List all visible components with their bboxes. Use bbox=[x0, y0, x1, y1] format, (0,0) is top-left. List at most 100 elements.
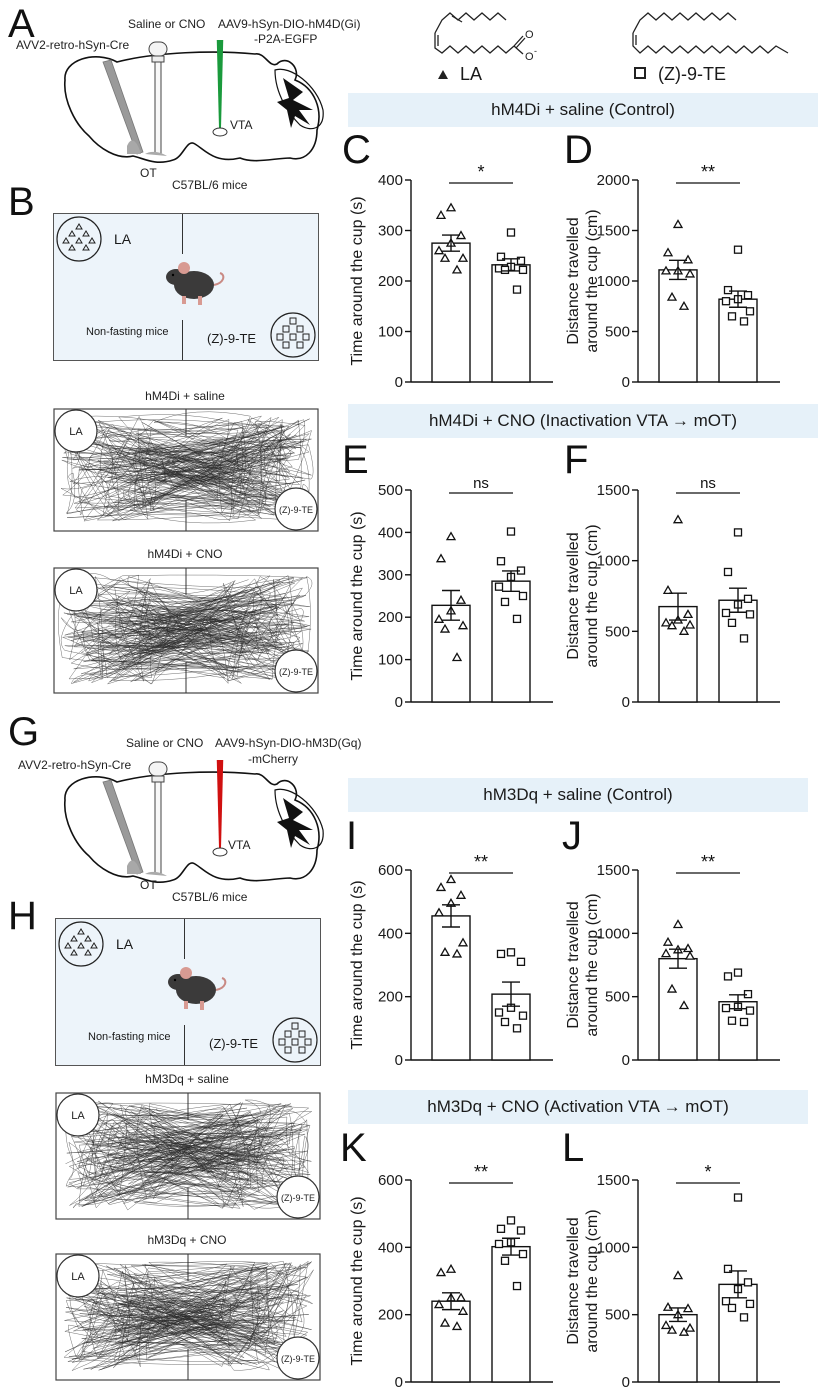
data-point-triangle bbox=[457, 252, 469, 262]
data-point-triangle bbox=[451, 264, 463, 274]
movement-path bbox=[63, 1260, 314, 1371]
data-point-square bbox=[494, 1239, 504, 1249]
significance-label: ** bbox=[474, 1162, 488, 1182]
data-point-triangle bbox=[445, 531, 457, 541]
panel-letter-i: I bbox=[346, 814, 358, 858]
bar-la bbox=[431, 242, 471, 383]
te-cup-circle bbox=[274, 649, 318, 693]
brain-diagram-g bbox=[64, 760, 324, 883]
ot-label: OT bbox=[140, 166, 157, 180]
injection-site bbox=[127, 860, 141, 874]
data-point-triangle bbox=[672, 514, 684, 524]
movement-track-b1: LA (Z)-9-TE bbox=[53, 408, 319, 532]
panel-letter-e: E bbox=[342, 438, 369, 482]
panel-letter-b: B bbox=[8, 180, 35, 224]
track-la-label: LA bbox=[71, 1110, 85, 1122]
data-point-square bbox=[745, 1299, 755, 1309]
data-point-triangle bbox=[660, 617, 672, 627]
track-title-h2: hM3Dq + CNO bbox=[147, 1233, 227, 1247]
data-point-triangle bbox=[433, 907, 445, 917]
panel-letter-j: J bbox=[562, 814, 582, 858]
y-tick-label: 200 bbox=[378, 609, 403, 626]
y-tick-label: 200 bbox=[378, 1307, 403, 1324]
y-tick-label: 500 bbox=[605, 324, 630, 341]
track-la-label: LA bbox=[69, 426, 83, 438]
movement-path bbox=[58, 573, 313, 685]
track-te-label: (Z)-9-TE bbox=[279, 505, 313, 515]
data-point-square bbox=[723, 285, 733, 295]
y-tick-label: 1000 bbox=[597, 553, 630, 570]
movement-track-b2: LA(Z)-9-TE bbox=[53, 567, 319, 694]
y-axis-label: around the cup (cm) bbox=[584, 893, 601, 1036]
legend-la: LA bbox=[438, 64, 482, 85]
ot-label-g: OT bbox=[140, 878, 157, 892]
y-axis-label: around the cup (cm) bbox=[584, 209, 601, 352]
virus-needle bbox=[216, 760, 224, 848]
vta-label: VTA bbox=[230, 118, 253, 132]
data-point-triangle bbox=[439, 947, 451, 956]
banner-hm4di-cno: hM4Di + CNO (Inactivation VTA → mOT) bbox=[348, 404, 818, 438]
banner-hm3dq-cno: hM3Dq + CNO (Activation VTA → mOT) bbox=[348, 1090, 808, 1124]
y-tick-label: 600 bbox=[378, 1172, 403, 1189]
te-molecule-structure bbox=[632, 12, 789, 54]
y-tick-label: 300 bbox=[378, 223, 403, 240]
ot-region bbox=[145, 871, 167, 876]
bar-la bbox=[658, 269, 698, 383]
y-tick-label: 400 bbox=[378, 524, 403, 541]
y-axis-label: Time around the cup (s) bbox=[349, 880, 366, 1049]
mouse-icon bbox=[166, 262, 225, 305]
track-te-label: (Z)-9-TE bbox=[281, 1193, 315, 1203]
track-la-label: LA bbox=[69, 585, 83, 597]
virus-label-g-line2: -mCherry bbox=[248, 752, 298, 766]
strain-label-g: C57BL/6 mice bbox=[172, 890, 248, 904]
y-axis-label: Distance travelled bbox=[565, 901, 582, 1028]
virus-needle bbox=[216, 40, 224, 128]
data-point-square bbox=[496, 949, 506, 959]
cannula-shaft bbox=[154, 61, 162, 155]
data-point-square bbox=[506, 228, 516, 237]
retro-pipette bbox=[102, 59, 144, 155]
data-point-square bbox=[518, 1011, 528, 1020]
brain-outline bbox=[64, 771, 320, 883]
data-point-triangle bbox=[439, 623, 451, 633]
arena-te-label: (Z)-9-TE bbox=[207, 331, 257, 346]
data-point-triangle bbox=[672, 1270, 684, 1280]
data-point-triangle bbox=[457, 1305, 469, 1315]
data-point-triangle bbox=[682, 254, 694, 264]
data-point-square bbox=[743, 290, 753, 300]
y-tick-label: 1000 bbox=[597, 925, 630, 942]
svg-text:O: O bbox=[525, 51, 534, 63]
banner-hm4di-saline: hM4Di + saline (Control) bbox=[348, 93, 818, 127]
data-point-triangle bbox=[457, 937, 469, 947]
data-point-square bbox=[727, 1016, 737, 1025]
data-point-square bbox=[494, 582, 504, 591]
arena-subject-label: Non-fasting mice bbox=[86, 326, 169, 338]
data-point-square bbox=[516, 256, 526, 265]
brain-diagram-a bbox=[64, 40, 324, 163]
la-cup-icon bbox=[56, 216, 102, 262]
data-point-triangle bbox=[684, 950, 696, 960]
data-point-square bbox=[723, 1264, 733, 1274]
y-tick-label: 0 bbox=[622, 1052, 630, 1068]
significance-label: * bbox=[704, 1162, 711, 1182]
track-te-label: (Z)-9-TE bbox=[281, 1354, 315, 1364]
data-point-square bbox=[506, 527, 516, 536]
virus-label-line2: -P2A-EGFP bbox=[254, 32, 318, 46]
te-cup-circle bbox=[274, 487, 318, 531]
cannula-label-g: Saline or CNO bbox=[126, 736, 204, 750]
legend-la-label: LA bbox=[460, 64, 483, 84]
cannula-cap bbox=[148, 761, 168, 777]
data-point-square bbox=[723, 972, 733, 981]
data-point-triangle bbox=[435, 1267, 447, 1277]
y-tick-label: 0 bbox=[395, 1374, 403, 1390]
data-point-triangle bbox=[439, 1317, 451, 1327]
panel-letter-a: A bbox=[8, 2, 35, 46]
data-point-triangle bbox=[433, 614, 445, 623]
arena-la-label: LA bbox=[116, 936, 134, 952]
y-tick-label: 500 bbox=[378, 482, 403, 499]
data-point-triangle bbox=[666, 291, 678, 301]
arena-la-label: LA bbox=[114, 231, 132, 247]
